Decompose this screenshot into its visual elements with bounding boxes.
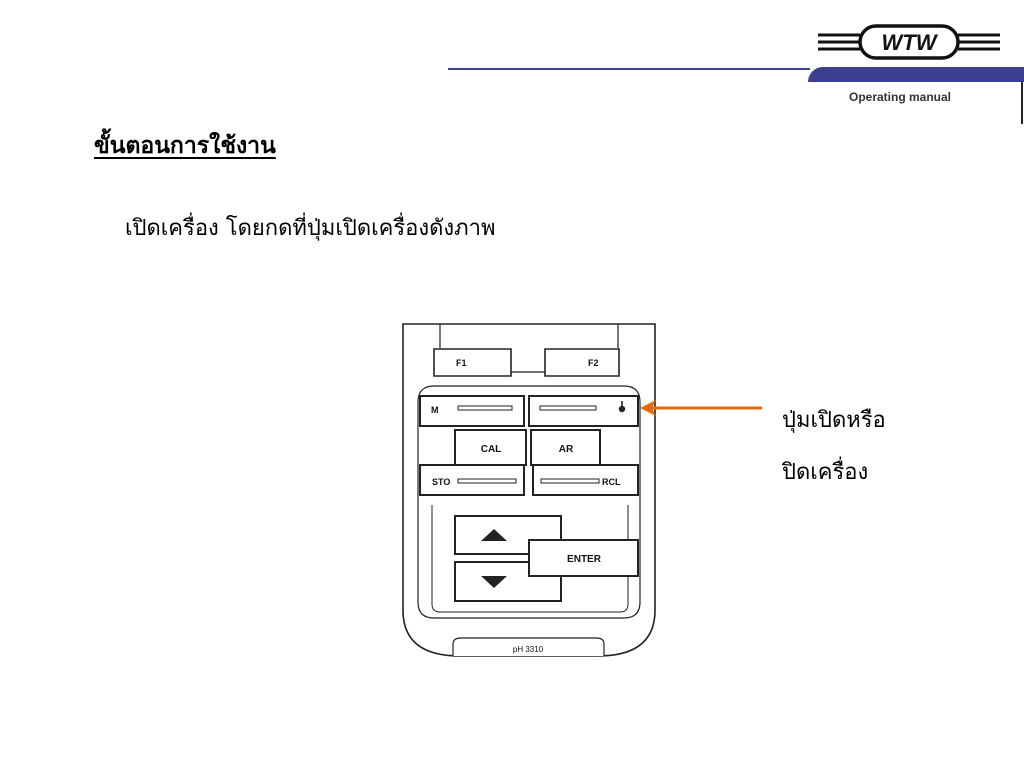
wtw-logo: WTW: [812, 20, 1004, 64]
header-accent-tab: [808, 67, 1024, 82]
power-icon: [618, 401, 626, 413]
cal-label: CAL: [481, 444, 502, 455]
enter-key: ENTER: [528, 539, 639, 577]
sto-key: STO: [419, 464, 525, 496]
f1-key: F1: [433, 348, 512, 377]
rcl-label: RCL: [602, 477, 621, 487]
header-rule: [448, 68, 810, 70]
ph-meter-illustration: F1 F2 M CAL: [398, 320, 660, 660]
enter-label: ENTER: [567, 554, 602, 565]
header-edge-line: [1021, 82, 1023, 124]
instruction-text: เปิดเครื่อง โดยกดที่ปุ่มเปิดเครื่องดังภา…: [125, 216, 496, 241]
ar-label: AR: [559, 444, 574, 455]
ar-key: AR: [530, 429, 601, 466]
down-arrow-icon: [481, 576, 507, 588]
rcl-key: RCL: [532, 464, 639, 496]
callout-arrow: [638, 396, 766, 420]
sto-label: STO: [432, 477, 450, 487]
logo-text: WTW: [882, 30, 939, 55]
f2-label: F2: [588, 358, 599, 368]
model-label: pH 3310: [513, 645, 544, 654]
up-arrow-icon: [481, 529, 507, 541]
page-title: ขั้นตอนการใช้งาน: [94, 133, 276, 159]
f1-label: F1: [456, 358, 467, 368]
m-label: M: [431, 405, 439, 415]
power-button-callout: ปุ่มเปิดหรือ ปิดเครื่อง: [782, 395, 886, 499]
cal-key: CAL: [454, 429, 527, 466]
callout-line-1: ปุ่มเปิดหรือ: [782, 408, 886, 433]
callout-line-2: ปิดเครื่อง: [782, 460, 869, 485]
operating-manual-label: Operating manual: [848, 90, 952, 104]
arrow-head-icon: [640, 400, 656, 416]
f2-key: F2: [544, 348, 620, 377]
m-key: M: [419, 395, 525, 427]
keypad-frame: [417, 385, 641, 619]
power-key: [528, 395, 639, 427]
model-label-tab: pH 3310: [452, 637, 605, 656]
